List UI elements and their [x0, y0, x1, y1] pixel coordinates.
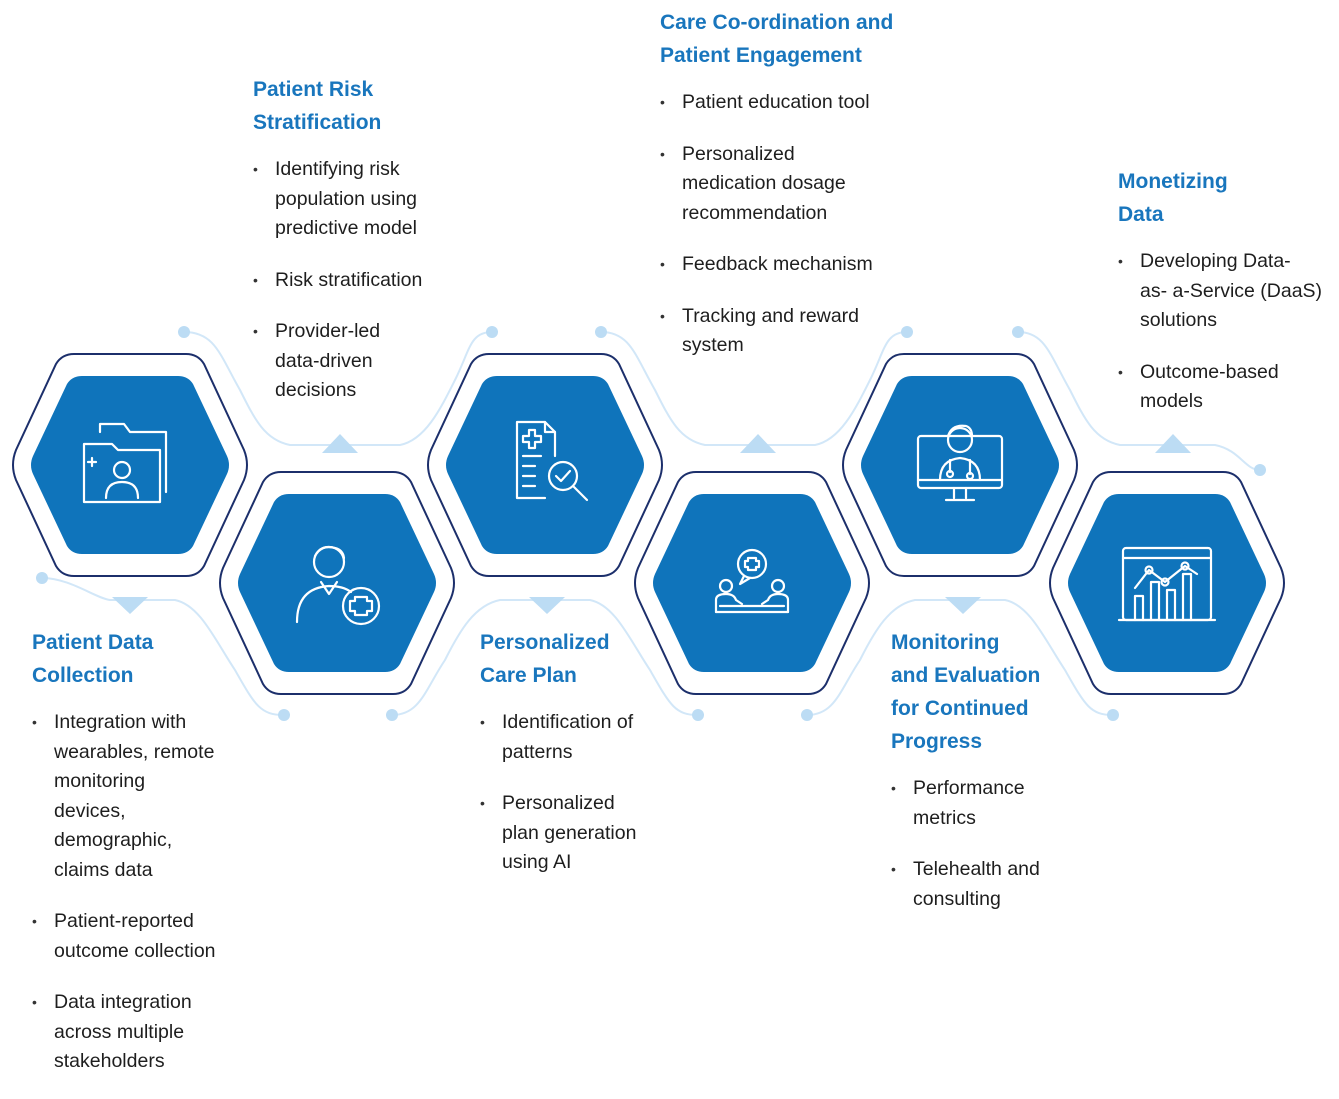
stage-bullet: Outcome-based models	[1118, 358, 1334, 417]
stage-care-coordination: Care Co-ordination and Patient Engagemen…	[660, 6, 940, 383]
stage-bullet: Data integration across multiple stakeho…	[32, 988, 262, 1077]
stage-bullet: Provider-led data-driven decisions	[253, 317, 483, 406]
stage-bullet: Feedback mechanism	[660, 250, 940, 280]
stage-title: Care Co-ordination and Patient Engagemen…	[660, 11, 894, 67]
hexagon-personalized-care-plan	[423, 352, 667, 578]
stage-bullet: Telehealth and consulting	[891, 855, 1111, 914]
stage-bullet: Personalized medication dosage recommend…	[660, 140, 940, 229]
stage-title: Monitoring and Evaluation for Continued …	[891, 631, 1041, 753]
analytics-chart-icon	[1117, 546, 1217, 622]
hexagon-patient-risk-stratification	[215, 470, 459, 696]
stage-bullet: Patient-reported outcome collection	[32, 907, 262, 966]
stage-bullet: Tracking and reward system	[660, 302, 940, 361]
medical-report-search-icon	[515, 420, 589, 502]
patient-consultation-icon	[714, 548, 790, 614]
hexagon-monetizing-data	[1045, 470, 1289, 696]
stage-title: Monetizing Data	[1118, 170, 1228, 226]
stage-title: Personalized Care Plan	[480, 631, 610, 687]
stage-title: Patient Data Collection	[32, 631, 154, 687]
stage-title: Patient Risk Stratification	[253, 78, 382, 134]
stage-bullet: Integration with wearables, remote monit…	[32, 708, 262, 885]
hexagon-monitoring-evaluation	[838, 352, 1082, 578]
stage-monetizing-data: Monetizing Data Developing Data- as- a-S…	[1118, 165, 1334, 439]
stage-bullet: Personalized plan generation using AI	[480, 789, 690, 878]
hexagon-patient-data-collection	[8, 352, 252, 578]
stage-bullet: Developing Data- as- a-Service (DaaS) so…	[1118, 247, 1334, 336]
folder-patient-icon	[82, 422, 168, 504]
stage-bullet: Risk stratification	[253, 266, 483, 296]
stage-bullet: Patient education tool	[660, 88, 940, 118]
stage-monitoring-evaluation: Monitoring and Evaluation for Continued …	[891, 626, 1111, 936]
stage-patient-data-collection: Patient Data Collection Integration with…	[32, 626, 262, 1099]
telehealth-doctor-monitor-icon	[916, 424, 1004, 502]
stage-personalized-care-plan: Personalized Care Plan Identification of…	[480, 626, 690, 900]
stage-bullet: Performance metrics	[891, 774, 1111, 833]
stage-bullet: Identification of patterns	[480, 708, 690, 767]
stage-bullet: Identifying risk population using predic…	[253, 155, 483, 244]
patient-plus-icon	[295, 545, 381, 626]
stage-patient-risk-stratification: Patient Risk Stratification Identifying …	[253, 73, 483, 428]
hexagon-care-coordination	[630, 470, 874, 696]
